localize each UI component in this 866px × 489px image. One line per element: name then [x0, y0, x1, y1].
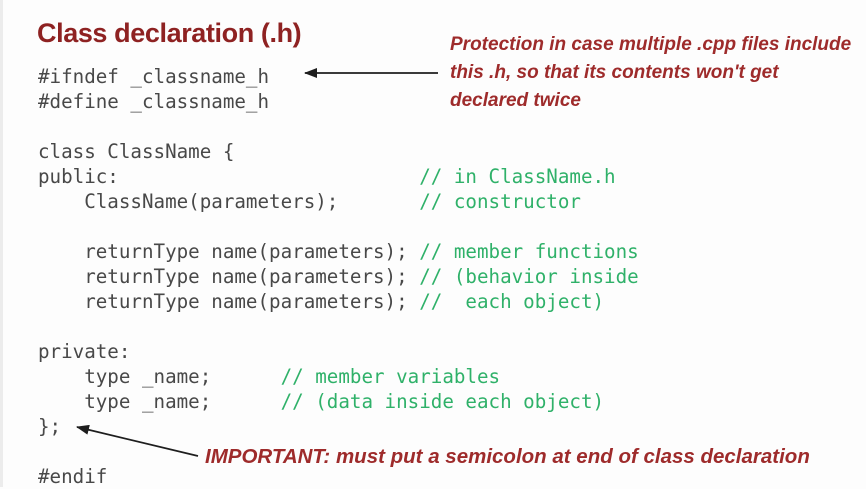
header-guard-note: Protection in case multiple .cpp files i… [450, 31, 866, 115]
code-line-define: #define _classname_h [38, 90, 270, 113]
code-line-endif: #endif [38, 465, 108, 488]
left-edge-shadow [0, 0, 3, 487]
semicolon-note: IMPORTANT: must put a semicolon at end o… [205, 445, 810, 468]
code-line-blank [38, 214, 639, 239]
code-line-private: private: [38, 340, 131, 363]
code-line-constructor: ClassName(parameters); // constructor [38, 190, 581, 213]
code-line-member-fn-1: returnType name(parameters); // member f… [38, 240, 639, 263]
code-line-member-fn-2: returnType name(parameters); // (behavio… [38, 265, 639, 288]
code-line-ifndef: #ifndef _classname_h [38, 65, 270, 88]
code-line-member-fn-3: returnType name(parameters); // each obj… [38, 290, 605, 313]
code-line-member-var-1: type _name; // member variables [38, 365, 501, 388]
code-line-member-var-2: type _name; // (data inside each object) [38, 390, 605, 413]
code-line-public: public: // in ClassName.h [38, 165, 616, 188]
code-block: #ifndef _classname_h#define _classname_h… [38, 64, 639, 489]
header-guard-note-line-3: declared twice [450, 90, 581, 111]
header-guard-note-line-1: Protection in case multiple .cpp files i… [450, 34, 852, 55]
header-guard-note-line-2: this .h, so that its contents won't get [450, 62, 779, 83]
slide-title: Class declaration (.h) [37, 18, 302, 48]
code-line-class-close: }; [38, 415, 62, 438]
code-line-class-open: class ClassName { [38, 140, 235, 163]
code-line-blank [38, 114, 639, 139]
code-line-blank [38, 314, 639, 339]
